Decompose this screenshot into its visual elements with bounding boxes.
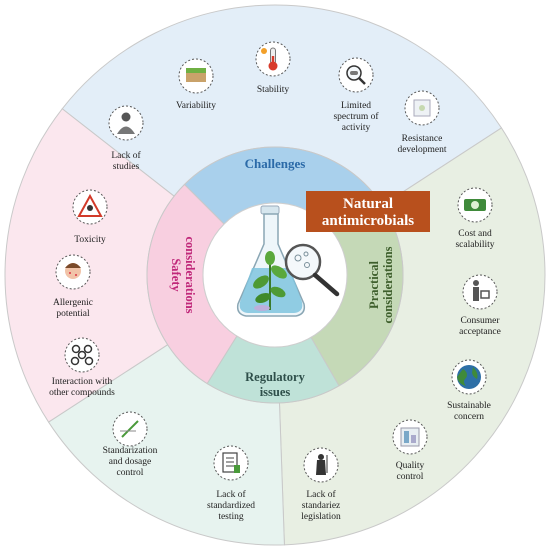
challenges-item-label: Stability	[256, 85, 290, 95]
molecules-icon	[64, 337, 100, 373]
pipette-icon	[112, 411, 148, 447]
practical-label-line2: considerations	[381, 246, 395, 323]
shopper-icon	[462, 274, 498, 310]
regulatory-item-label: Lack of standariez legislation	[301, 490, 341, 522]
title-box	[306, 191, 430, 232]
checklist-icon	[213, 445, 249, 481]
title-line1: Natural	[343, 196, 393, 212]
lab-equipment-icon	[392, 419, 428, 455]
safety-label-line1: Safety	[169, 258, 183, 292]
practical-item-label: Sustainable concern	[447, 401, 491, 422]
justice-icon	[303, 447, 339, 483]
challenges-item-label: Limited spectrum of activity	[333, 101, 379, 133]
magnifier-icon	[284, 243, 340, 297]
regulatory-item-label: Lack of standardized testing	[206, 490, 256, 522]
soil-icon	[178, 58, 214, 94]
practical-item-label: Cost and scalability	[455, 229, 495, 250]
practical-label-line1: Practical	[367, 261, 381, 309]
safety-item-label: Standarization and dosage control	[102, 446, 158, 478]
scientist-icon	[108, 105, 144, 141]
capsule-magnifier-icon	[338, 57, 374, 93]
safety-item-label: Interaction with other compounds	[49, 377, 115, 398]
bacteria-cell-icon	[404, 90, 440, 126]
safety-item-label: Allergenic potential	[53, 298, 93, 319]
regulatory-label-line2: issues	[260, 385, 291, 399]
title-line2: antimicrobials	[322, 213, 414, 229]
money-icon	[457, 187, 493, 223]
thermometer-icon	[255, 41, 291, 77]
toxic-sign-icon	[72, 189, 108, 225]
flask-icon	[236, 205, 306, 317]
practical-item-label: Quality control	[395, 461, 425, 482]
regulatory-label-line1: Regulatory	[245, 370, 305, 384]
challenges-item-label: Resistance development	[397, 134, 447, 155]
challenges-label: Challenges	[245, 156, 306, 171]
practical-item-label: Consumer acceptance	[459, 316, 501, 337]
safety-item-label: Lack of studies	[111, 151, 141, 172]
safety-item-label: Toxicity	[74, 235, 106, 245]
challenges-item-label: Variability	[175, 101, 217, 111]
globe-icon	[451, 359, 487, 395]
allergic-face-icon	[55, 254, 91, 290]
safety-label-line2: considerations	[183, 236, 197, 313]
